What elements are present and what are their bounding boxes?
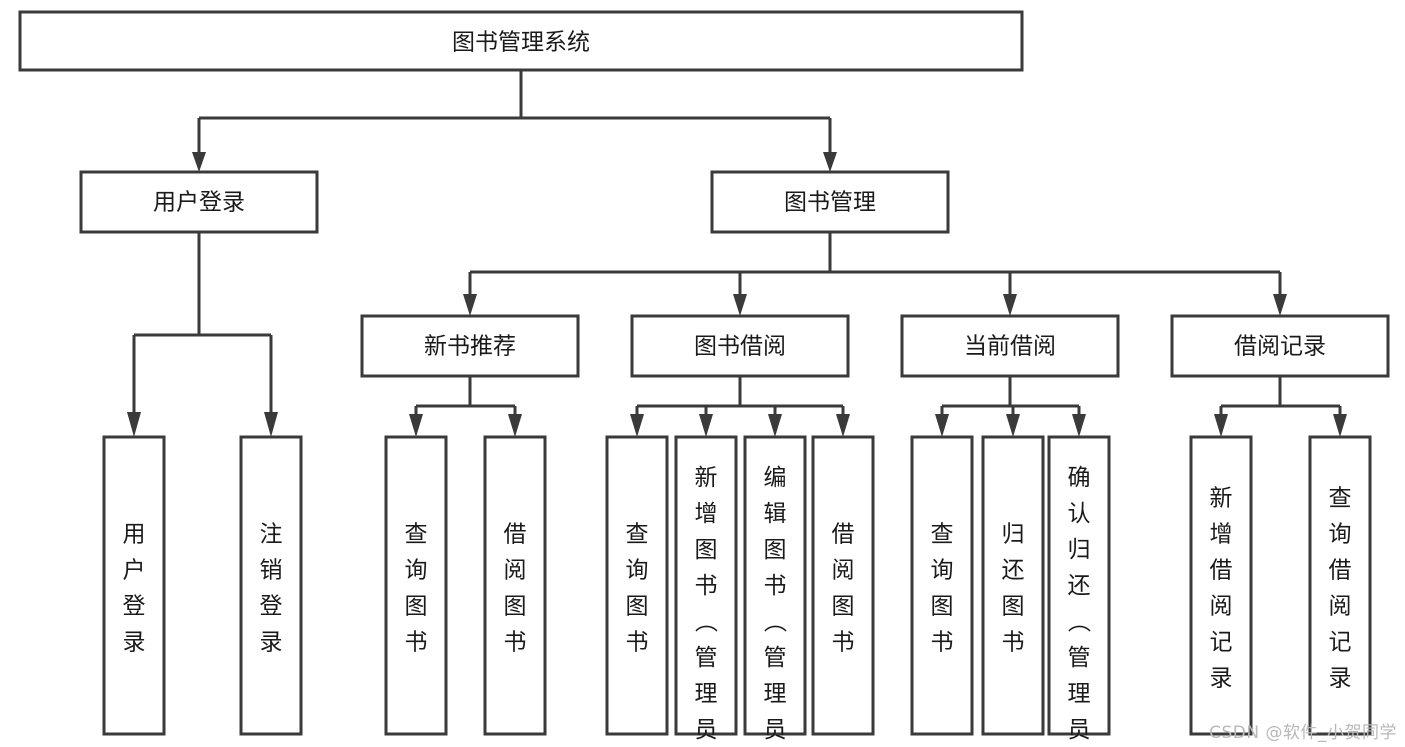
arrowhead-leaf-borrow-book [836,414,850,437]
leaf-label-char: （ [1065,610,1091,633]
leaf-user-login-label: 用户登录 [123,522,146,656]
leaf-borrow-book-box[interactable] [811,435,875,736]
node-new-book-rec-label: 新书推荐 [424,334,516,360]
leaf-borrow-book-rec-label: 借阅图书 [504,522,527,656]
arrowhead-leaf-borrow-book-rec [508,414,522,437]
node-borrow-record-box[interactable] [1170,314,1390,378]
arrowhead-book-borrow [733,294,747,316]
node-book-borrow-box[interactable] [630,314,850,378]
arrowhead-leaf-add-record [1214,414,1228,437]
node-new-book-rec[interactable]: 新书推荐 [360,314,580,378]
arrowhead-leaf-return-book [1006,414,1020,437]
leaf-query-book-borrow[interactable]: 查询图书 [605,435,669,736]
node-current-borrow[interactable]: 当前借阅 [900,314,1120,378]
leaf-add-book-box[interactable] [674,435,738,736]
node-book-manage-label: 图书管理 [784,190,876,216]
arrowhead-leaf-user-logout [264,412,278,437]
leaf-add-book[interactable]: 新增图书管理员 （） [674,435,738,747]
leaf-query-record-box[interactable] [1308,435,1372,736]
leaf-return-book[interactable]: 归还图书 [981,435,1045,736]
leaf-confirm-return[interactable]: 确认归还管理员 （） [1047,435,1111,747]
arrowhead-leaf-query-record [1333,414,1347,437]
node-user-login[interactable]: 用户登录 [79,170,319,234]
node-user-login-label: 用户登录 [153,190,245,216]
node-current-borrow-label: 当前借阅 [964,334,1056,360]
leaf-query-record[interactable]: 查询借阅记录 [1308,435,1372,736]
leaf-add-record[interactable]: 新增借阅记录 [1189,435,1253,736]
node-new-book-rec-box[interactable] [360,314,580,378]
leaf-query-book-borrow-label: 查询图书 [626,522,649,656]
node-root-label: 图书管理系统 [452,30,590,56]
leaf-confirm-return-label: 确认归还管理员 [1068,465,1091,743]
arrowhead-book-manage [823,152,837,172]
arrowhead-leaf-user-login [127,412,141,437]
leaf-add-record-box[interactable] [1189,435,1253,736]
leaf-return-book-label: 归还图书 [1002,522,1025,656]
leaf-label-char: （ [692,610,718,633]
leaf-query-book-rec-label: 查询图书 [405,522,428,656]
leaf-borrow-book-label: 借阅图书 [832,522,855,656]
node-user-login-box[interactable] [79,170,319,234]
leaf-confirm-return-box[interactable] [1047,435,1111,736]
arrowhead-leaf-confirm-return [1072,414,1086,437]
leaf-borrow-book-rec-box[interactable] [483,435,547,736]
leaf-user-logout[interactable]: 注销登录 [239,435,303,736]
leaf-user-logout-box[interactable] [239,435,303,736]
leaf-borrow-book[interactable]: 借阅图书 [811,435,875,736]
leaf-query-book-cur[interactable]: 查询图书 [910,435,974,736]
leaf-query-record-label: 查询借阅记录 [1329,486,1352,692]
arrowhead-leaf-query-book-cur [935,414,949,437]
leaf-query-book-rec-box[interactable] [384,435,448,736]
node-book-manage[interactable]: 图书管理 [710,170,950,234]
node-root[interactable]: 图书管理系统 [18,10,1024,72]
leaf-edit-book-label: 编辑图书管理员 [764,465,787,743]
leaf-query-book-cur-label: 查询图书 [931,522,954,656]
leaf-user-login[interactable]: 用户登录 [102,435,166,736]
leaf-edit-book[interactable]: 编辑图书管理员 （） [743,435,807,747]
arrowhead-borrow-record [1273,294,1287,316]
arrowhead-leaf-query-book-rec [409,414,423,437]
node-book-borrow-label: 图书借阅 [694,334,786,360]
leaf-query-book-borrow-box[interactable] [605,435,669,736]
arrowhead-new-book-rec [463,294,477,316]
node-book-borrow[interactable]: 图书借阅 [630,314,850,378]
leaf-add-record-label: 新增借阅记录 [1210,486,1233,692]
leaf-edit-book-box[interactable] [743,435,807,736]
connector-layer [127,70,1347,437]
node-borrow-record-label: 借阅记录 [1234,334,1326,360]
arrowhead-leaf-add-book [699,414,713,437]
arrowhead-leaf-query-book-borrow [630,414,644,437]
leaf-user-logout-label: 注销登录 [260,522,283,656]
node-root-box[interactable] [18,10,1024,72]
node-borrow-record[interactable]: 借阅记录 [1170,314,1390,378]
arrowhead-user-login [192,152,206,172]
leaf-label-char: （ [761,610,787,633]
leaf-borrow-book-rec[interactable]: 借阅图书 [483,435,547,736]
arrowhead-current-borrow [1003,294,1017,316]
node-book-manage-box[interactable] [710,170,950,234]
leaf-return-book-box[interactable] [981,435,1045,736]
node-current-borrow-box[interactable] [900,314,1120,378]
arrowhead-leaf-edit-book [768,414,782,437]
leaf-user-login-box[interactable] [102,435,166,736]
leaf-query-book-rec[interactable]: 查询图书 [384,435,448,736]
leaf-query-book-cur-box[interactable] [910,435,974,736]
leaf-add-book-label: 新增图书管理员 [695,465,718,743]
